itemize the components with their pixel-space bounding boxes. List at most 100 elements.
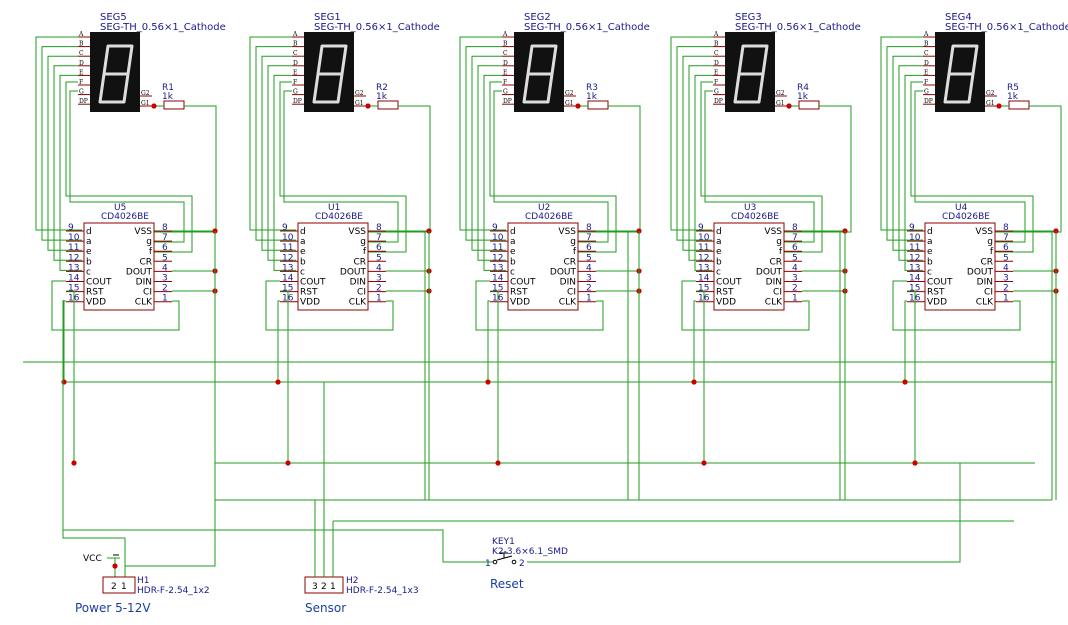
counter-pin-name: f: [363, 247, 367, 257]
display-value: SEG-TH_0.56×1_Cathode: [314, 22, 440, 33]
display-pin-label: G: [503, 89, 508, 96]
display-pin-label: G1: [355, 100, 364, 107]
counter-pin-number: 4: [1003, 263, 1009, 273]
counter-pin-number: 9: [282, 223, 288, 233]
counter-pin-number: 8: [1003, 223, 1009, 233]
display-pin-label: F: [714, 79, 718, 86]
segment-wire: [249, 36, 296, 231]
display-ref: SEG4: [945, 12, 972, 23]
resistor-body: [587, 100, 609, 110]
counter-pin-name: c: [716, 267, 721, 277]
segment-digit-glyph: [312, 44, 348, 104]
vcc-net-label: VCC: [83, 554, 102, 564]
counter-body: [924, 222, 996, 311]
counter-pin-number: 9: [909, 223, 915, 233]
power-caption: Power 5-12V: [75, 601, 151, 615]
counter-pin-number: 1: [792, 294, 798, 304]
display-pin-label: B: [924, 41, 929, 48]
counter-pin-name: f: [990, 247, 994, 257]
counter-value: CD4026BE: [315, 212, 363, 222]
display-pin-label: C: [924, 50, 929, 57]
power-header-value: HDR-F-2.54_1x2: [137, 586, 210, 596]
counter-pin-number: 11: [68, 243, 79, 253]
counter-pin-name: RST: [716, 288, 734, 298]
counter-pin-number: 10: [282, 233, 294, 243]
counter-pin-name: a: [300, 237, 306, 247]
counter-pin-name: c: [300, 267, 305, 277]
counter-pin-name: b: [716, 257, 722, 267]
vss-wire: [995, 105, 1062, 233]
display-pin-label: A: [292, 31, 298, 38]
vdd-wire: [63, 300, 66, 382]
counter-pin-name: CLK: [976, 298, 994, 308]
counter-pin-name: RST: [927, 288, 945, 298]
counter-pin-number: 2: [586, 284, 592, 294]
display-pin-label: E: [293, 69, 297, 76]
junction-dot: [902, 379, 908, 385]
junction-dot: [151, 103, 157, 109]
counter-pin-number: 14: [492, 274, 504, 284]
counter-pin-number: 6: [162, 243, 168, 253]
counter-pin-number: 15: [282, 284, 293, 294]
display-pin-label: C: [503, 50, 508, 57]
counter-pin-name: CI: [984, 288, 993, 298]
display-pin-label: G1: [776, 100, 785, 107]
key-value: K2-3.6×6.1_SMD: [492, 547, 568, 557]
counter-ref: U5: [114, 203, 126, 213]
counter-pin-number: 12: [492, 253, 503, 263]
counter-pin-name: DIN: [136, 278, 152, 288]
counter-pin-number: 14: [282, 274, 294, 284]
counter-pin-number: 10: [68, 233, 80, 243]
resistor-body: [798, 100, 820, 110]
counter-pin-name: CI: [567, 288, 576, 298]
counter-pin-name: COUT: [510, 278, 536, 288]
counter-pin-number: 12: [68, 253, 79, 263]
counter-pin-name: VSS: [134, 227, 152, 237]
segment-wire: [273, 74, 296, 271]
display-pin-label: DP: [293, 98, 302, 105]
segment-digit-glyph: [98, 44, 134, 104]
display-pin-label: A: [78, 31, 84, 38]
counter-pin-name: CLK: [349, 298, 367, 308]
display-pin-label: G: [924, 89, 929, 96]
counter-body: [297, 222, 369, 311]
segment-wire: [459, 36, 506, 231]
counter-pin-name: VSS: [558, 227, 576, 237]
counter-pin-number: 7: [586, 233, 592, 243]
counter-pin-number: 9: [68, 223, 74, 233]
segment-wire: [880, 36, 923, 231]
counter-pin-name: f: [779, 247, 783, 257]
junction-dot: [912, 460, 918, 466]
counter-pin-number: 1: [586, 294, 592, 304]
counter-pin-name: DIN: [350, 278, 366, 288]
cout-clk-wire: [892, 280, 1021, 331]
resistor-body: [1008, 100, 1030, 110]
counter-value: CD4026BE: [101, 212, 149, 222]
vdd-wire: [904, 300, 907, 382]
counter-pin-name: CI: [773, 288, 782, 298]
counter-pin-number: 9: [492, 223, 498, 233]
display-pin-label: B: [79, 41, 84, 48]
counter-pin-number: 2: [1003, 284, 1009, 294]
display-pin-label: G2: [355, 90, 364, 97]
segment-digit-glyph: [733, 44, 769, 104]
display-value: SEG-TH_0.56×1_Cathode: [524, 22, 650, 33]
counter-pin-name: VSS: [764, 227, 782, 237]
counter-pin-number: 5: [1003, 253, 1009, 263]
counter-pin-number: 11: [909, 243, 920, 253]
counter-pin-number: 1: [1003, 294, 1009, 304]
resistor-value: 1k: [1007, 92, 1019, 102]
counter-pin-number: 3: [1003, 274, 1009, 284]
display-ref: SEG1: [314, 12, 341, 23]
counter-pin-number: 1: [162, 294, 168, 304]
segment-wire: [35, 36, 82, 231]
counter-pin-name: CR: [980, 257, 993, 267]
stage-1: SEG5SEG-TH_0.56×1_CathodeABCDEFGDPG2G1R1…: [35, 12, 226, 500]
junction-dot: [275, 379, 281, 385]
counter-pin-name: e: [510, 247, 516, 257]
segment-wire: [670, 36, 713, 231]
vss-wire: [154, 105, 217, 233]
segment-wire-g: [493, 90, 609, 243]
counter-pin-name: c: [86, 267, 91, 277]
counter-pin-name: d: [510, 227, 516, 237]
